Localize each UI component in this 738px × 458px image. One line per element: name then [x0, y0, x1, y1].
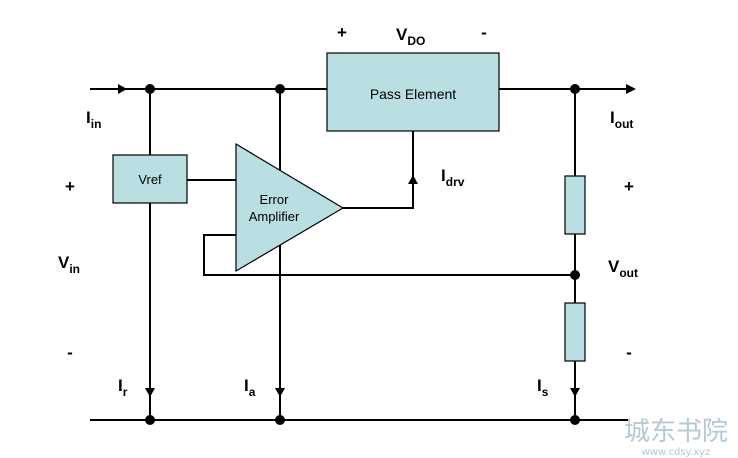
idrv-label: Idrv	[441, 166, 465, 189]
junction-dot	[275, 415, 285, 425]
ir-arrow	[145, 388, 155, 397]
vin-label: Vin	[58, 253, 80, 276]
pass-element-label: Pass Element	[370, 86, 456, 102]
iout-label: Iout	[610, 108, 633, 131]
vdo-minus-sign: -	[481, 23, 487, 42]
vref-label: Vref	[138, 172, 162, 187]
iin-label: Iin	[86, 108, 101, 131]
resistor-upper	[564, 175, 586, 235]
is-label: Is	[537, 376, 549, 399]
vin-plus-sign: +	[65, 177, 75, 196]
ia-arrow	[275, 388, 285, 397]
ia-label: Ia	[244, 376, 256, 399]
resistor-lower	[564, 302, 586, 362]
vdo-plus-sign: +	[337, 23, 347, 42]
junction-dot	[275, 84, 285, 94]
error-amplifier-block	[235, 142, 345, 273]
input-current-arrow	[118, 84, 127, 94]
output-current-arrow	[626, 84, 636, 94]
feedback-wire	[203, 234, 575, 276]
junction-dot	[570, 415, 580, 425]
is-arrow	[570, 388, 580, 397]
watermark-title: 城东书院	[624, 417, 728, 447]
pass-element-block	[326, 52, 500, 132]
junction-dot	[570, 84, 580, 94]
junction-dot	[145, 84, 155, 94]
vout-plus-sign: +	[624, 177, 634, 196]
vout-label: Vout	[608, 257, 638, 280]
watermark-url: www.cdsy.xyz	[642, 447, 711, 458]
junction-dot	[145, 415, 155, 425]
vdo-label: VDO	[396, 25, 425, 48]
vref-block	[112, 154, 188, 204]
idrv-arrow	[408, 175, 418, 184]
vin-minus-sign: -	[67, 343, 73, 362]
junction-dot	[570, 270, 580, 280]
ir-label: Ir	[118, 376, 128, 399]
drive-wire	[343, 130, 414, 209]
error-amplifier-label-line1: Error	[260, 192, 290, 207]
vout-minus-sign: -	[626, 343, 632, 362]
error-amplifier-label-line2: Amplifier	[249, 209, 300, 224]
